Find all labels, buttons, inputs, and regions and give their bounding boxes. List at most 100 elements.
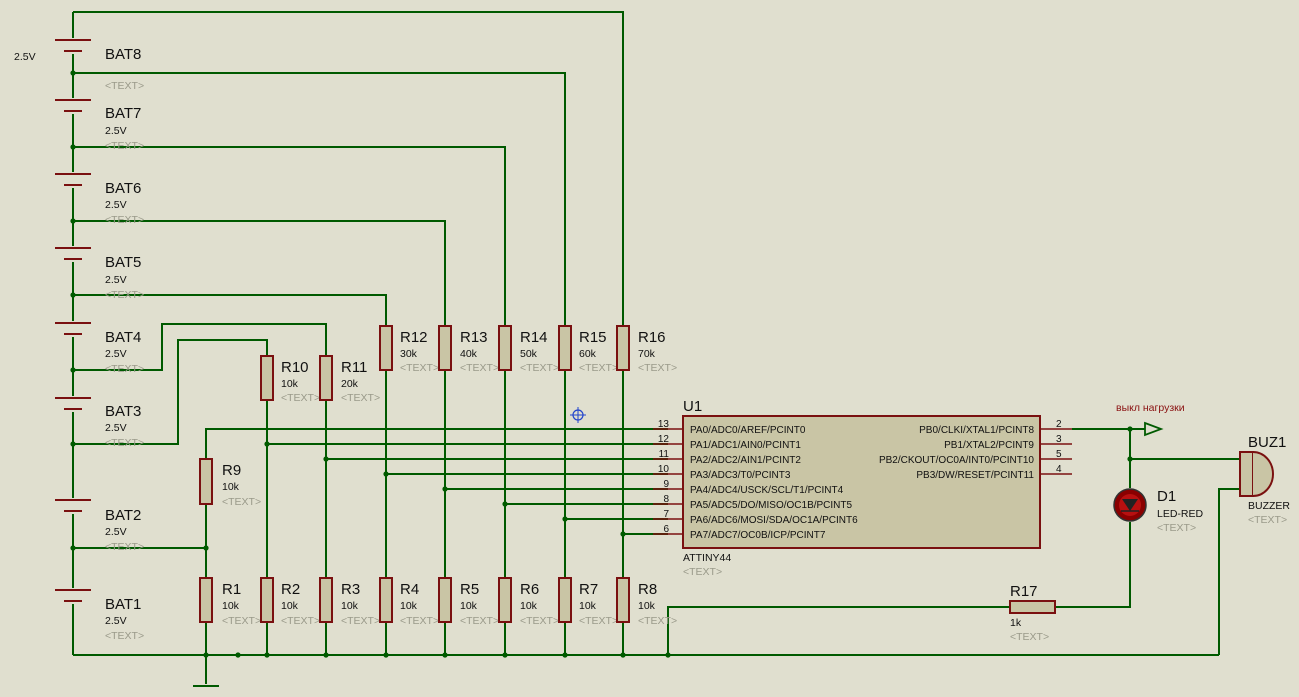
u1-text: <TEXT> (683, 566, 722, 578)
r8-value: 10k (638, 600, 656, 612)
r6-ref: R6 (520, 581, 539, 598)
bat5-value: 2.5V (105, 274, 127, 286)
bat5-text: <TEXT> (105, 289, 144, 301)
r4-text: <TEXT> (400, 615, 439, 627)
battery-bat2[interactable]: BAT2 2.5V <TEXT> (55, 498, 144, 553)
resistor-r13[interactable]: R13 40k <TEXT> (438, 325, 499, 374)
resistor-r8[interactable]: R8 10k <TEXT> (616, 577, 677, 627)
pin-name: PB0/CLKI/XTAL1/PCINT8 (919, 425, 1034, 436)
resistor-r16[interactable]: R16 70k <TEXT> (616, 325, 677, 374)
r17-text: <TEXT> (1010, 631, 1049, 643)
r3-value: 10k (341, 600, 359, 612)
r5-text: <TEXT> (460, 615, 499, 627)
r1-value: 10k (222, 600, 240, 612)
buz1-ref: BUZ1 (1248, 434, 1286, 451)
r11-value: 20k (341, 378, 359, 390)
r3-ref: R3 (341, 581, 360, 598)
r10-text: <TEXT> (281, 392, 320, 404)
resistor-r4[interactable]: R4 10k <TEXT> (379, 577, 439, 627)
pin-name: PA0/ADC0/AREF/PCINT0 (690, 425, 806, 436)
r9-value: 10k (222, 481, 240, 493)
r1-text: <TEXT> (222, 615, 261, 627)
resistor-r11[interactable]: R11 20k <TEXT> (319, 355, 380, 404)
resistor-r12[interactable]: R12 30k <TEXT> (379, 325, 439, 374)
bat8-text: <TEXT> (105, 80, 144, 92)
pin-name: PA5/ADC5/DO/MISO/OC1B/PCINT5 (690, 500, 853, 511)
pin-num: 13 (658, 419, 670, 430)
bat4-ref: BAT4 (105, 329, 141, 346)
pin-num: 5 (1056, 449, 1062, 460)
led-d1[interactable]: D1 LED-RED <TEXT> (1113, 488, 1204, 534)
d1-ref: D1 (1157, 488, 1176, 505)
r10-ref: R10 (281, 359, 309, 376)
r4-value: 10k (400, 600, 418, 612)
d1-value: LED-RED (1157, 508, 1204, 520)
r16-ref: R16 (638, 329, 666, 346)
pin-num: 8 (663, 494, 669, 505)
battery-bat4[interactable]: BAT4 2.5V <TEXT> (55, 321, 144, 375)
net-label-text: выкл нагрузки (1116, 402, 1185, 414)
resistor-r10[interactable]: R10 10k <TEXT> (260, 355, 320, 404)
bat6-ref: BAT6 (105, 180, 141, 197)
r7-value: 10k (579, 600, 597, 612)
battery-bat8[interactable]: BAT8 <TEXT> (55, 38, 144, 92)
pin-name: PB3/DW/RESET/PCINT11 (916, 470, 1034, 481)
resistor-r5[interactable]: R5 10k <TEXT> (438, 577, 499, 627)
wires (72, 11, 1240, 684)
pin-num: 3 (1056, 434, 1062, 445)
r2-ref: R2 (281, 581, 300, 598)
bat1-text: <TEXT> (105, 630, 144, 642)
battery-bat6[interactable]: BAT6 2.5V <TEXT> (55, 172, 144, 226)
r17-ref: R17 (1010, 583, 1038, 600)
u1-right-pin-numbers: 2 3 5 4 (1056, 419, 1062, 475)
bat1-ref: BAT1 (105, 596, 141, 613)
buzzer-buz1[interactable]: BUZ1 BUZZER <TEXT> (1239, 434, 1290, 526)
resistor-r2[interactable]: R2 10k <TEXT> (260, 577, 320, 627)
pin-num: 10 (658, 464, 670, 475)
pin-num: 7 (663, 509, 669, 520)
r12-text: <TEXT> (400, 362, 439, 374)
r9-ref: R9 (222, 462, 241, 479)
r6-value: 10k (520, 600, 538, 612)
resistor-r17[interactable]: R17 1k <TEXT> (1009, 583, 1056, 643)
r7-ref: R7 (579, 581, 598, 598)
mcu-u1[interactable]: U1 ATTINY44 <TEXT> 13 12 11 10 9 8 7 6 P… (653, 398, 1072, 578)
r14-value: 50k (520, 348, 538, 360)
resistor-r9[interactable]: R9 10k <TEXT> (199, 458, 261, 508)
resistor-r3[interactable]: R3 10k <TEXT> (319, 577, 380, 627)
net-label-load-off[interactable]: выкл нагрузки (1116, 402, 1185, 437)
resistor-r1[interactable]: R1 10k <TEXT> (199, 577, 261, 627)
r14-text: <TEXT> (520, 362, 559, 374)
u1-left-pins (653, 428, 683, 535)
pin-name: PA2/ADC2/AIN1/PCINT2 (690, 455, 801, 466)
bat5-ref: BAT5 (105, 254, 141, 271)
u1-left-pin-names: PA0/ADC0/AREF/PCINT0 PA1/ADC1/AIN0/PCINT… (690, 425, 858, 541)
bat7-text: <TEXT> (105, 140, 144, 152)
resistor-r6[interactable]: R6 10k <TEXT> (498, 577, 559, 627)
r16-value: 70k (638, 348, 656, 360)
r5-ref: R5 (460, 581, 479, 598)
pin-num: 11 (659, 449, 670, 460)
buz1-text: <TEXT> (1248, 514, 1287, 526)
r12-ref: R12 (400, 329, 428, 346)
resistor-r14[interactable]: R14 50k <TEXT> (498, 325, 559, 374)
pin-num: 6 (663, 524, 669, 535)
bat7-ref: BAT7 (105, 105, 141, 122)
battery-bat7[interactable]: BAT7 2.5V <TEXT> (55, 98, 144, 152)
battery-bat1[interactable]: BAT1 2.5V <TEXT> (55, 588, 144, 642)
resistor-r7[interactable]: R7 10k <TEXT> (558, 577, 618, 627)
resistor-r15[interactable]: R15 60k <TEXT> (558, 325, 618, 374)
r13-text: <TEXT> (460, 362, 499, 374)
r7-text: <TEXT> (579, 615, 618, 627)
r6-text: <TEXT> (520, 615, 559, 627)
bat2-ref: BAT2 (105, 507, 141, 524)
pin-num: 12 (658, 434, 670, 445)
bat2-value: 2.5V (105, 526, 127, 538)
r4-ref: R4 (400, 581, 419, 598)
r13-ref: R13 (460, 329, 488, 346)
bat8-ref: BAT8 (105, 46, 141, 63)
battery-bat5[interactable]: BAT5 2.5V <TEXT> (55, 246, 144, 301)
r2-text: <TEXT> (281, 615, 320, 627)
crosshair-cursor-icon (570, 407, 586, 423)
battery-bat3[interactable]: BAT3 2.5V <TEXT> (55, 396, 144, 449)
